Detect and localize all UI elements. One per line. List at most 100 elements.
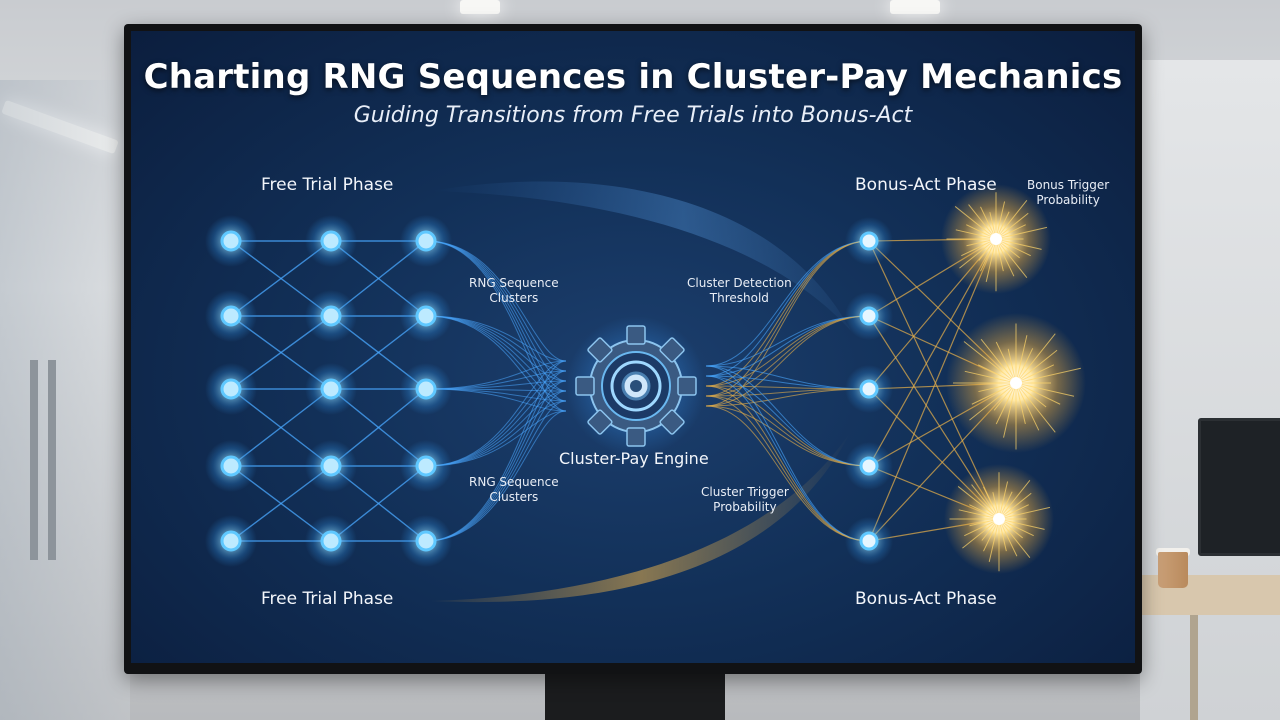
- burst-ray: [985, 238, 997, 283]
- burst-core: [1010, 377, 1022, 389]
- burst-ray: [995, 238, 1015, 277]
- burst-ray: [1015, 335, 1028, 384]
- burst-ray: [1015, 382, 1026, 425]
- burst-ray: [995, 199, 1028, 240]
- rng-node: [415, 455, 437, 477]
- burst-ray: [959, 238, 997, 269]
- burst-ray: [998, 492, 1032, 520]
- burst-ray: [958, 509, 1000, 520]
- rng-sequence-link: [425, 240, 567, 412]
- cluster-detection-link: [705, 365, 870, 542]
- burst-core: [993, 513, 1005, 525]
- burst-ray: [1015, 382, 1061, 405]
- ceiling-light: [890, 0, 940, 14]
- cluster-detection-threshold-label: Cluster Detection Threshold: [687, 276, 792, 305]
- node-layer: [205, 184, 1086, 574]
- burst-ray: [971, 484, 1000, 520]
- burst-ray: [964, 370, 1017, 384]
- burst-ray: [995, 226, 1048, 240]
- background-wall: [1140, 60, 1280, 720]
- rng-sequence-link: [425, 370, 567, 467]
- rng-node: [320, 530, 342, 552]
- free-trial-phase-label-top: Free Trial Phase: [261, 175, 394, 195]
- desk-leg: [1190, 615, 1198, 720]
- cluster-detection-link: [705, 395, 870, 467]
- rng-node: [320, 455, 342, 477]
- bonus-act-node: [859, 531, 879, 551]
- burst-ray: [995, 238, 1028, 279]
- cluster-detection-link: [705, 385, 870, 542]
- rng-sequence-link: [425, 400, 567, 542]
- rng-sequence-link: [425, 360, 567, 542]
- burst-ray: [954, 206, 997, 240]
- burst-ray: [1003, 382, 1017, 438]
- rng-sequence-clusters-label-bottom: RNG Sequence Clusters: [469, 475, 559, 504]
- rng-node: [415, 305, 437, 327]
- rng-sequence-link: [425, 410, 567, 542]
- gear-tooth: [587, 409, 613, 435]
- burst-ray: [1015, 333, 1056, 384]
- burst-ray: [1015, 382, 1056, 433]
- glass-frame: [30, 360, 38, 560]
- burst-ray: [995, 238, 1042, 250]
- rng-node: [220, 305, 242, 327]
- cluster-pay-diagram: [205, 181, 1086, 603]
- rng-node: [320, 378, 342, 400]
- gear-tooth: [659, 409, 685, 435]
- background-monitor: [1198, 418, 1280, 556]
- bonus-act-node: [859, 379, 879, 399]
- burst-ray: [1015, 382, 1040, 431]
- bonus-act-node: [859, 231, 879, 251]
- rng-node: [220, 378, 242, 400]
- rng-sequence-link: [425, 400, 567, 467]
- burst-ray: [978, 382, 1017, 393]
- glass-frame: [48, 360, 56, 560]
- rng-node: [415, 230, 437, 252]
- burst-ray: [995, 201, 1006, 240]
- free-trial-phase-label-bottom: Free Trial Phase: [261, 589, 394, 609]
- burst-ray: [980, 338, 1017, 384]
- burst-ray: [969, 382, 1017, 421]
- gear-tooth: [575, 376, 595, 396]
- monitor-screen: Charting RNG Sequences in Cluster-Pay Me…: [131, 31, 1135, 663]
- rng-sequence-link: [425, 380, 567, 467]
- burst-ray: [995, 341, 1017, 384]
- rng-node: [320, 230, 342, 252]
- cluster-trigger-probability-label: Cluster Trigger Probability: [701, 485, 789, 514]
- gear-tooth: [626, 427, 646, 447]
- burst-ray: [971, 382, 1017, 405]
- cluster-detection-link: [705, 405, 870, 467]
- rng-sequence-link: [425, 388, 567, 412]
- cluster-detection-link: [705, 395, 870, 542]
- burst-ray: [998, 479, 1031, 520]
- burst-ray: [995, 212, 1029, 240]
- burst-ray: [998, 518, 1018, 557]
- burst-ray: [998, 506, 1051, 520]
- burst-ray: [1015, 349, 1058, 384]
- ceiling-light: [460, 0, 500, 14]
- page-subtitle: Guiding Transitions from Free Trials int…: [353, 103, 913, 128]
- burst-ray: [963, 341, 1017, 384]
- sparkle-burst-icon: [944, 464, 1054, 574]
- burst-ray: [1015, 364, 1055, 384]
- cluster-detection-link: [705, 375, 870, 542]
- gear-tooth: [659, 337, 685, 363]
- cluster-detection-link: [705, 240, 870, 407]
- page-title: Charting RNG Sequences in Cluster-Pay Me…: [143, 57, 1123, 97]
- burst-ray: [977, 364, 1017, 384]
- gear-tooth: [677, 376, 697, 396]
- burst-ray: [968, 204, 997, 240]
- burst-ray: [957, 486, 1000, 520]
- sparkle-burst-icon: [946, 313, 1086, 453]
- burst-ray: [998, 518, 1031, 559]
- burst-ray: [955, 229, 997, 240]
- burst-ray: [995, 382, 1017, 425]
- rng-sequence-link: [425, 380, 567, 542]
- bonus-act-node: [859, 456, 879, 476]
- burst-ray: [962, 518, 1000, 549]
- burst-ray: [988, 518, 1000, 563]
- burst-ray: [1015, 367, 1081, 384]
- burst-ray: [998, 481, 1009, 520]
- burst-ray: [998, 518, 1045, 530]
- gear-tooth: [587, 337, 613, 363]
